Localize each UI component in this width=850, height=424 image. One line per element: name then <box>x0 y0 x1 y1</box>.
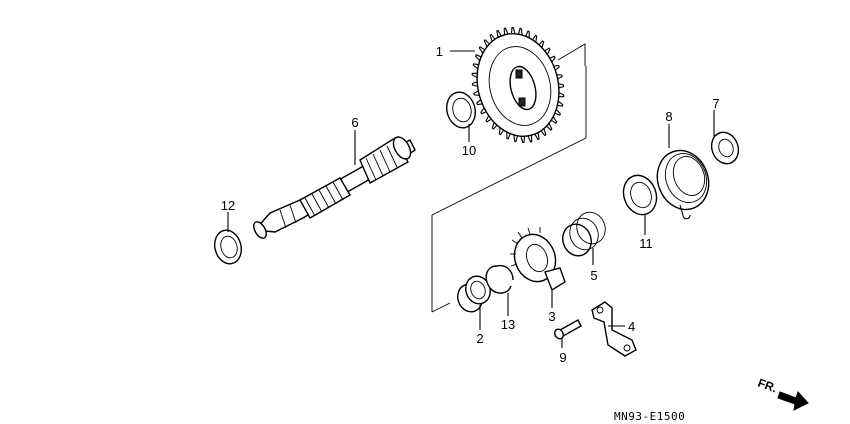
gear-tooth <box>498 127 504 136</box>
callout-10: 10 <box>462 143 476 158</box>
callout-2: 2 <box>476 331 483 346</box>
gear-tooth <box>554 108 561 116</box>
gear-tooth <box>556 74 563 80</box>
callout-11: 11 <box>639 236 653 251</box>
torsion-spring-part-8[interactable] <box>649 143 717 220</box>
callout-4: 4 <box>628 319 635 334</box>
gear-tooth <box>475 54 482 62</box>
gear-tooth <box>525 30 530 38</box>
gear-tooth <box>527 135 533 143</box>
bolt-part-9[interactable] <box>553 319 582 340</box>
callout-5: 5 <box>590 268 597 283</box>
gear-tooth <box>496 29 502 38</box>
large-gear-part[interactable] <box>466 24 570 145</box>
gear-tooth <box>506 132 511 140</box>
washer-part-12[interactable] <box>211 227 245 267</box>
ratchet-part-3[interactable] <box>508 227 566 292</box>
callout-6: 6 <box>351 115 358 130</box>
gear-tooth <box>540 128 547 137</box>
gear-tooth <box>503 27 509 35</box>
gear-tooth <box>513 134 518 143</box>
spring-guide-part-7[interactable] <box>707 129 742 168</box>
callout-9: 9 <box>559 350 566 365</box>
callout-13: 13 <box>501 317 515 332</box>
gear-tooth <box>557 100 564 107</box>
front-direction-indicator: FR. <box>756 376 809 411</box>
front-arrow-icon <box>777 391 809 411</box>
circlip-part-13[interactable] <box>485 264 514 294</box>
gear-tooth <box>491 122 498 130</box>
gear-tooth <box>538 40 545 48</box>
gear-tooth <box>485 115 492 123</box>
leader-lines <box>227 50 715 348</box>
gear-tooth <box>489 33 496 42</box>
washer-part-11[interactable] <box>618 171 662 220</box>
gear-tooth <box>473 90 480 96</box>
plate-part-4[interactable] <box>591 301 637 357</box>
gear-tooth <box>510 27 516 34</box>
callout-labels: 1 2 3 4 5 6 7 8 9 10 11 12 13 <box>221 44 720 365</box>
gear-tooth <box>520 136 526 143</box>
gear-tooth <box>558 83 565 89</box>
diagram-code: MN93-E1500 <box>614 410 685 423</box>
gear-tooth <box>480 107 487 115</box>
callout-12: 12 <box>221 198 235 213</box>
spring-part-5[interactable] <box>558 208 609 260</box>
callout-1: 1 <box>436 44 443 59</box>
gear-tooth <box>476 99 483 106</box>
gear-tooth <box>471 72 478 79</box>
shaft-part[interactable] <box>251 134 416 240</box>
callout-3: 3 <box>548 309 555 324</box>
washer-part-10[interactable] <box>443 89 479 131</box>
callout-7: 7 <box>712 96 719 111</box>
gear-tooth <box>478 46 486 54</box>
callout-8: 8 <box>665 109 672 124</box>
gear-tooth <box>558 91 565 98</box>
gear-tooth <box>534 132 540 141</box>
gear-tooth <box>550 116 558 124</box>
gear-tooth <box>553 64 560 71</box>
gear-tooth <box>518 27 523 36</box>
assembly-frame <box>431 43 587 313</box>
gear-tooth <box>532 34 538 43</box>
gear-tooth <box>483 39 490 47</box>
gear-tooth <box>546 123 553 131</box>
gear-tooth <box>544 47 551 55</box>
gear-tooth <box>471 81 478 87</box>
gear-tooth <box>549 55 556 63</box>
gear-tooth <box>472 63 479 70</box>
fr-label: FR. <box>756 376 779 396</box>
